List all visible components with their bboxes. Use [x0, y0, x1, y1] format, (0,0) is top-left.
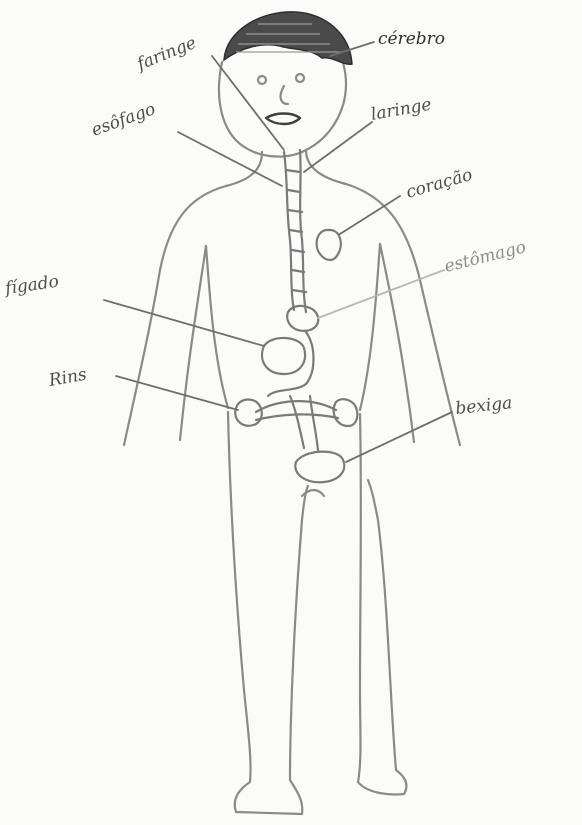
stomach — [287, 306, 318, 331]
left-eye — [258, 76, 266, 84]
label-estomago: estômago — [442, 237, 528, 277]
nose — [281, 86, 288, 104]
label-faringe: faringe — [133, 33, 200, 75]
labels: cérebro faringe esôfago laringe coração … — [2, 29, 528, 419]
label-cerebro: cérebro — [378, 29, 445, 49]
leader-estomago — [318, 270, 444, 318]
head — [219, 12, 352, 157]
liver — [262, 338, 305, 374]
right-eye — [296, 74, 304, 82]
leader-faringe — [212, 56, 284, 150]
mouth — [266, 114, 300, 125]
bladder — [295, 452, 344, 483]
label-laringe: laringe — [369, 95, 433, 125]
leader-laringe — [304, 122, 372, 172]
right-kidney — [334, 399, 358, 426]
leader-bexiga — [346, 412, 452, 462]
leader-figado — [104, 300, 264, 346]
label-rins: Rins — [46, 365, 88, 392]
organs — [235, 150, 357, 482]
leader-esofago — [178, 132, 282, 186]
heart — [317, 230, 341, 260]
hair — [224, 12, 352, 64]
left-kidney — [235, 399, 262, 425]
label-esofago: esôfago — [89, 99, 158, 141]
label-bexiga: bexiga — [454, 393, 513, 419]
label-coracao: coração — [404, 165, 475, 203]
label-figado: fígado — [2, 272, 60, 300]
leader-rins — [116, 376, 238, 410]
intestine — [268, 332, 314, 396]
